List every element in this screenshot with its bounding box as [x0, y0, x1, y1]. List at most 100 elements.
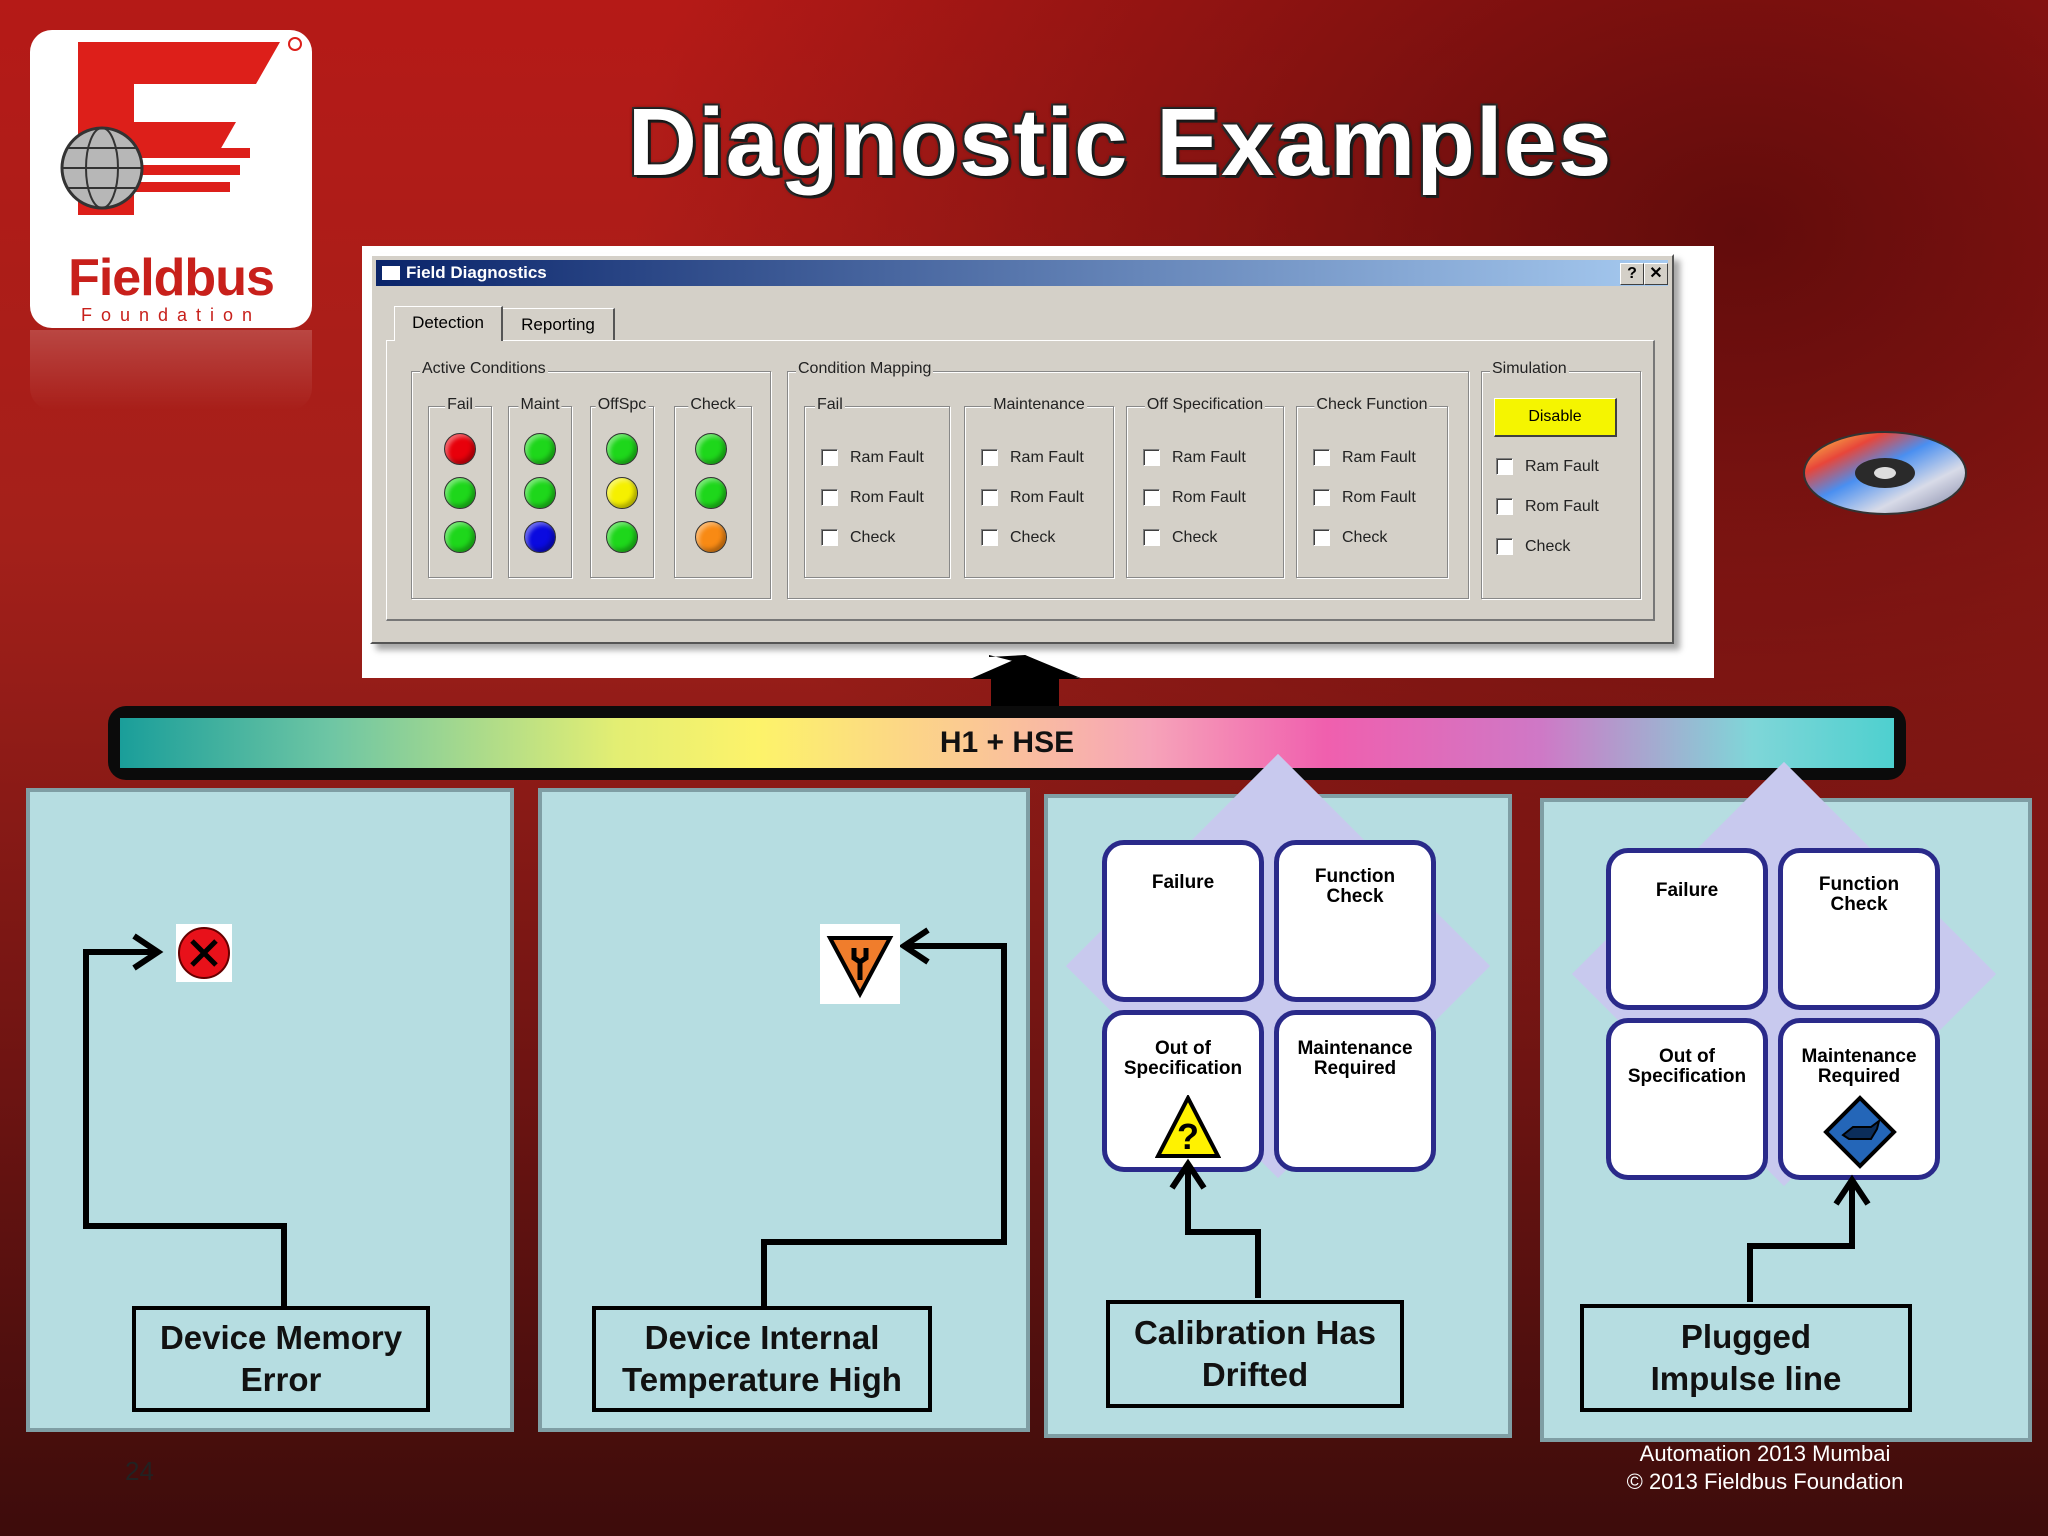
checkbox-label: Rom Fault — [1525, 498, 1599, 515]
callout-line-1: Device Memory — [159, 1319, 403, 1356]
fail-led-2 — [444, 477, 476, 509]
square-label: Out of Specification — [1123, 1038, 1243, 1079]
simulation-label: Simulation — [1490, 360, 1569, 378]
square-label: Function Check — [1818, 874, 1900, 915]
checkbox-label: Ram Fault — [1342, 449, 1416, 466]
checkbox-label: Rom Fault — [1172, 489, 1246, 506]
connector-arrow — [1747, 1174, 1871, 1302]
checkbox[interactable] — [981, 489, 998, 507]
mapping-offspec-ram-fault[interactable]: Ram Fault — [1143, 449, 1246, 471]
fieldbus-f-icon — [60, 37, 302, 215]
checkbox[interactable] — [1143, 449, 1160, 467]
mapping-maint-rom-fault[interactable]: Rom Fault — [981, 489, 1084, 511]
callout-line-2: Drifted — [1201, 1356, 1309, 1393]
connector-arrow — [761, 927, 1007, 1308]
mapping-fail-check[interactable]: Check — [821, 529, 895, 551]
checkbox-label: Ram Fault — [1172, 449, 1246, 466]
mapping-offspec-check[interactable]: Check — [1143, 529, 1217, 551]
mapping-checkfn-rom-fault[interactable]: Rom Fault — [1313, 489, 1416, 511]
checkbox-label: Check — [1342, 529, 1388, 546]
close-button[interactable]: ✕ — [1644, 263, 1668, 285]
checkbox[interactable] — [1143, 529, 1160, 547]
checkbox-label: Ram Fault — [1525, 458, 1599, 475]
check-led-3 — [695, 521, 727, 553]
checkbox[interactable] — [1143, 489, 1160, 507]
offspc-led-3 — [606, 521, 638, 553]
dialog-titlebar[interactable]: Field Diagnostics ? ✕ — [376, 260, 1668, 286]
checkbox[interactable] — [821, 449, 838, 467]
callout-line-2: Temperature High — [622, 1361, 902, 1398]
checkbox[interactable] — [981, 449, 998, 467]
detection-panel: Active Conditions Fail Maint OffSpc Ch — [386, 340, 1655, 621]
checkbox[interactable] — [981, 529, 998, 547]
dialog-title: Field Diagnostics — [406, 263, 547, 282]
checkbox[interactable] — [1313, 449, 1330, 467]
checkbox-label: Ram Fault — [850, 449, 924, 466]
fail-column: Fail — [428, 396, 492, 578]
mapping-fail-rom-fault[interactable]: Rom Fault — [821, 489, 924, 511]
square-label: Failure — [1151, 872, 1215, 893]
disable-button[interactable]: Disable — [1494, 398, 1617, 437]
checkbox[interactable] — [1313, 529, 1330, 547]
checkbox[interactable] — [1496, 498, 1513, 516]
checkbox-label: Rom Fault — [1010, 489, 1084, 506]
fieldbus-logo: Fieldbus Foundation — [30, 30, 312, 328]
square-function-check: Function Check — [1274, 840, 1436, 1002]
callout-line-2: Impulse line — [1650, 1360, 1842, 1397]
bus-label: H1 + HSE — [939, 726, 1075, 759]
mapping-offspec-label: Off Specification — [1144, 396, 1266, 414]
checkbox[interactable] — [1496, 458, 1513, 476]
mapping-fail-label: Fail — [815, 396, 845, 414]
tab-reporting[interactable]: Reporting — [502, 308, 615, 341]
mapping-maint-ram-fault[interactable]: Ram Fault — [981, 449, 1084, 471]
question-warning-icon: ? — [1155, 1095, 1221, 1158]
active-conditions-group: Active Conditions Fail Maint OffSpc Ch — [411, 360, 771, 599]
checkbox-label: Rom Fault — [850, 489, 924, 506]
checkbox[interactable] — [821, 529, 838, 547]
mapping-checkfn-label: Check Function — [1314, 396, 1430, 414]
fail-led-1 — [444, 433, 476, 465]
callout-line-1: Plugged — [1680, 1318, 1812, 1355]
mapping-maintenance-label: Maintenance — [991, 396, 1087, 414]
wrench-triangle-icon — [820, 924, 900, 1004]
checkbox-label: Rom Fault — [1342, 489, 1416, 506]
mapping-checkfn-ram-fault[interactable]: Ram Fault — [1313, 449, 1416, 471]
offspc-led-2 — [606, 477, 638, 509]
mapping-maintenance-group: Maintenance Ram Fault Rom Fault Check — [964, 396, 1114, 578]
mapping-offspec-rom-fault[interactable]: Rom Fault — [1143, 489, 1246, 511]
logo-reflection — [30, 330, 312, 410]
page-number: 24 — [125, 1456, 154, 1486]
maint-led-1 — [524, 433, 556, 465]
simulation-group: Simulation Disable Ram Fault Rom Fault C… — [1481, 360, 1641, 599]
tab-detection[interactable]: Detection — [394, 306, 503, 341]
condition-mapping-group: Condition Mapping Fail Ram Fault Rom Fau… — [787, 360, 1469, 599]
sim-rom-fault[interactable]: Rom Fault — [1496, 498, 1599, 520]
checkbox-label: Check — [1010, 529, 1056, 546]
checkbox[interactable] — [1313, 489, 1330, 507]
checkbox[interactable] — [821, 489, 838, 507]
svg-text:?: ? — [1177, 1116, 1199, 1157]
fieldbus-bus: H1 + HSE — [108, 706, 1906, 780]
mapping-maint-check[interactable]: Check — [981, 529, 1055, 551]
square-label: Function Check — [1314, 866, 1396, 907]
sim-ram-fault[interactable]: Ram Fault — [1496, 458, 1599, 480]
sim-check[interactable]: Check — [1496, 538, 1570, 560]
square-maintenance-required: Maintenance Required — [1778, 1018, 1940, 1180]
checkbox[interactable] — [1496, 538, 1513, 556]
callout-line-2: Error — [240, 1361, 322, 1398]
mapping-checkfn-group: Check Function Ram Fault Rom Fault Check — [1296, 396, 1448, 578]
help-button[interactable]: ? — [1620, 263, 1644, 285]
check-led-1 — [695, 433, 727, 465]
mapping-fail-ram-fault[interactable]: Ram Fault — [821, 449, 924, 471]
check-column: Check — [674, 396, 752, 578]
square-label: Out of Specification — [1627, 1046, 1747, 1087]
offspc-led-1 — [606, 433, 638, 465]
square-label: Failure — [1655, 880, 1719, 901]
condition-mapping-label: Condition Mapping — [796, 360, 934, 378]
mapping-checkfn-check[interactable]: Check — [1313, 529, 1387, 551]
mapping-fail-group: Fail Ram Fault Rom Fault Check — [804, 396, 950, 578]
square-label: Maintenance Required — [1297, 1038, 1413, 1079]
